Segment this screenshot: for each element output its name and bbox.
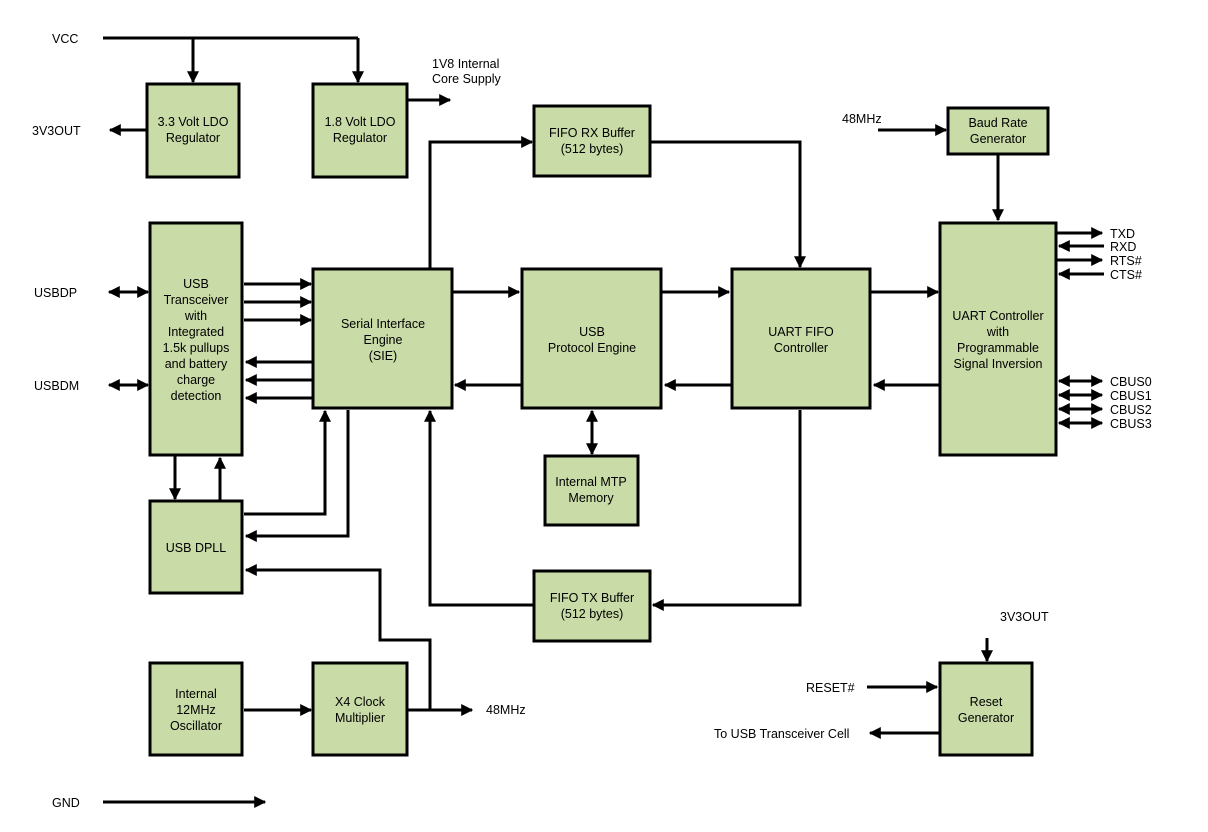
x4-clock-block: X4 Clock Multiplier — [311, 661, 409, 757]
uart-line-1: UART Controller — [952, 309, 1043, 323]
uart-line-2: with — [986, 325, 1009, 339]
usbpe-line-2: Protocol Engine — [548, 341, 636, 355]
uart-line-3: Programmable — [957, 341, 1039, 355]
xcvr-line-7: charge — [177, 373, 215, 387]
fifo-rx-block: FIFO RX Buffer (512 bytes) — [532, 104, 652, 178]
xcvr-line-5: 1.5k pullups — [163, 341, 230, 355]
mtp-memory-block: Internal MTP Memory — [543, 454, 640, 527]
uart-line-4: Signal Inversion — [954, 357, 1043, 371]
sie-line-2: Engine — [364, 333, 403, 347]
xcvr-line-3: with — [184, 309, 207, 323]
48mhz-bottom-label: 48MHz — [486, 703, 526, 717]
xcvr-line-2: Transceiver — [164, 293, 229, 307]
sie-to-dpll — [244, 410, 350, 542]
fifotx-to-sie — [424, 409, 533, 607]
cbus0-label: CBUS0 — [1110, 375, 1152, 389]
xcvr-line-1: USB — [183, 277, 209, 291]
uart-fifo-block: UART FIFO Controller — [730, 267, 872, 410]
ldo33-block: 3.3 Volt LDO Regulator — [145, 82, 241, 179]
to-usb-xcvr-label: To USB Transceiver Cell — [714, 727, 849, 741]
uartfifo-line-1: UART FIFO — [768, 325, 834, 339]
3v3out-left-label: 3V3OUT — [32, 124, 81, 138]
baud-rate-block: Baud Rate Generator — [946, 106, 1050, 156]
ldo18-line-2: Regulator — [333, 131, 387, 145]
usb-transceiver-block: USB Transceiver with Integrated 1.5k pul… — [148, 221, 244, 457]
fifo-tx-line-1: FIFO TX Buffer — [550, 591, 634, 605]
uartfifo-to-fifotx — [651, 410, 802, 611]
fifo-tx-block: FIFO TX Buffer (512 bytes) — [532, 569, 652, 643]
cbus2-label: CBUS2 — [1110, 403, 1152, 417]
fifo-rx-line-2: (512 bytes) — [561, 142, 624, 156]
3v3out-reset-label: 3V3OUT — [1000, 610, 1049, 624]
xcvr-line-4: Integrated — [168, 325, 224, 339]
xcvr-line-6: and battery — [165, 357, 228, 371]
sie-line-1: Serial Interface — [341, 317, 425, 331]
oscillator-block: Internal 12MHz Oscillator — [148, 661, 244, 757]
uartfifo-line-2: Controller — [774, 341, 828, 355]
reset-line-1: Reset — [970, 695, 1003, 709]
x4-line-2: Multiplier — [335, 711, 385, 725]
usbdp-label: USBDP — [34, 286, 77, 300]
xcvr-line-8: detection — [171, 389, 222, 403]
sie-block: Serial Interface Engine (SIE) — [311, 267, 454, 410]
reset-generator-block: Reset Generator — [938, 661, 1034, 757]
cbus1-label: CBUS1 — [1110, 389, 1152, 403]
osc-line-3: Oscillator — [170, 719, 222, 733]
x4-line-1: X4 Clock — [335, 695, 386, 709]
ldo18-block: 1.8 Volt LDO Regulator — [311, 82, 409, 179]
osc-line-1: Internal — [175, 687, 217, 701]
fifo-rx-line-1: FIFO RX Buffer — [549, 126, 635, 140]
osc-line-2: 12MHz — [176, 703, 216, 717]
baud-line-2: Generator — [970, 132, 1026, 146]
gnd-label: GND — [52, 796, 80, 810]
rts-label: RTS# — [1110, 254, 1142, 268]
baud-line-1: Baud Rate — [968, 116, 1027, 130]
sie-to-fifo-rx — [428, 136, 534, 269]
x4-to-dpll — [244, 564, 432, 710]
fifo-rx-to-uart-fifo — [651, 140, 806, 269]
usb-dpll-block: USB DPLL — [148, 499, 244, 595]
ldo33-line-2: Regulator — [166, 131, 220, 145]
fifo-tx-line-2: (512 bytes) — [561, 607, 624, 621]
uart-controller-block: UART Controller with Programmable Signal… — [938, 221, 1058, 457]
usb-protocol-engine-block: USB Protocol Engine — [520, 267, 663, 410]
rxd-label: RXD — [1110, 240, 1136, 254]
mtp-line-1: Internal MTP — [555, 475, 627, 489]
mtp-line-2: Memory — [568, 491, 614, 505]
reset-n-label: RESET# — [806, 681, 855, 695]
sie-line-3: (SIE) — [369, 349, 397, 363]
connections — [103, 36, 1104, 808]
reset-line-2: Generator — [958, 711, 1014, 725]
48mhz-top-label: 48MHz — [842, 112, 882, 126]
pin-labels: VCC 3V3OUT 1V8 Internal Core Supply 48MH… — [32, 32, 1152, 810]
cbus3-label: CBUS3 — [1110, 417, 1152, 431]
vcc-label: VCC — [52, 32, 78, 46]
ldo18-line-1: 1.8 Volt LDO — [325, 115, 396, 129]
core-supply-label-1: 1V8 Internal — [432, 57, 499, 71]
dpll-to-sie — [244, 409, 331, 516]
usbdm-label: USBDM — [34, 379, 79, 393]
ldo33-line-1: 3.3 Volt LDO — [158, 115, 229, 129]
usbpe-line-1: USB — [579, 325, 605, 339]
txd-label: TXD — [1110, 227, 1135, 241]
dpll-label: USB DPLL — [166, 541, 226, 555]
core-supply-label-2: Core Supply — [432, 72, 502, 86]
cts-label: CTS# — [1110, 268, 1142, 282]
